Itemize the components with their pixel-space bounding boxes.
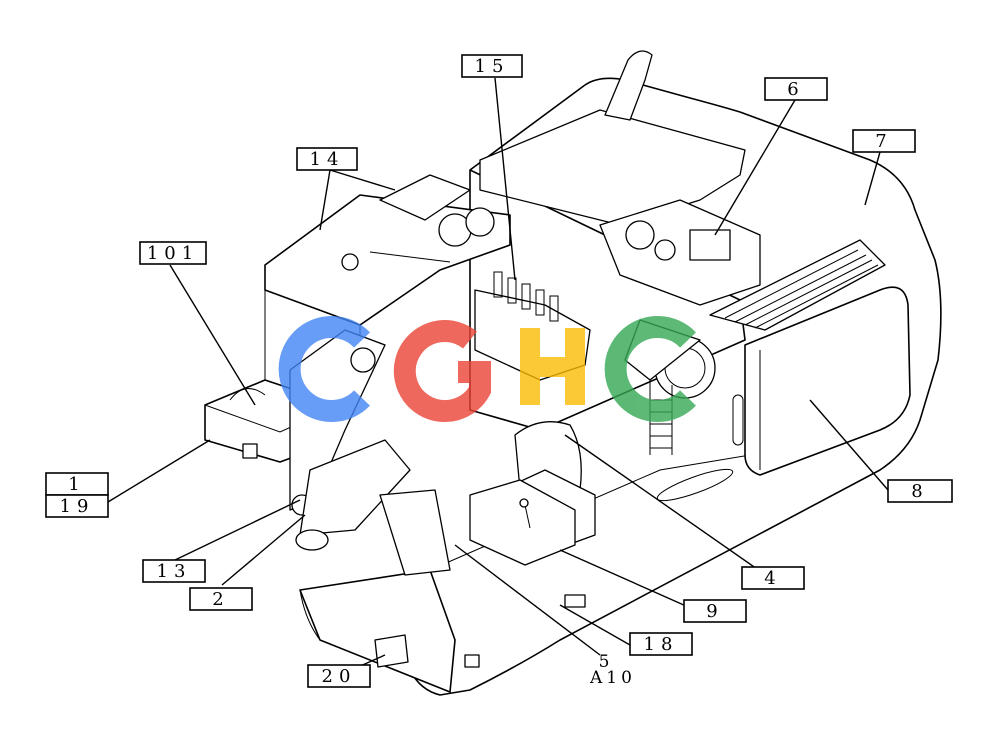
svg-text:20: 20 — [322, 666, 357, 687]
watermark — [278, 316, 696, 423]
watermark-g-red — [393, 320, 491, 423]
watermark-c-green — [604, 316, 696, 422]
label-5: 5 — [599, 652, 614, 672]
svg-text:15: 15 — [475, 56, 510, 77]
svg-text:8: 8 — [911, 481, 928, 502]
svg-text:6: 6 — [787, 79, 804, 100]
watermark-h-yellow — [520, 328, 585, 405]
callout-1: 1 — [45, 472, 109, 496]
callout-18: 18 — [629, 632, 693, 656]
callout-9: 9 — [683, 599, 747, 623]
svg-text:14: 14 — [310, 149, 345, 170]
callout-20: 20 — [307, 664, 371, 688]
machine-frame — [204, 50, 942, 696]
svg-text:13: 13 — [157, 561, 192, 582]
callout-7: 7 — [852, 129, 916, 153]
watermark-c-blue — [278, 316, 370, 422]
svg-text:1: 1 — [68, 474, 85, 495]
svg-text:18: 18 — [644, 634, 679, 655]
callout-19: 19 — [45, 494, 109, 518]
callout-14: 14 — [296, 147, 358, 171]
svg-text:4: 4 — [764, 568, 781, 589]
svg-text:9: 9 — [706, 601, 723, 622]
callout-15: 15 — [461, 54, 523, 78]
svg-text:101: 101 — [147, 243, 199, 264]
svg-text:2: 2 — [212, 589, 229, 610]
leader-lines — [107, 77, 889, 676]
view-label: A10 — [589, 668, 636, 688]
svg-text:19: 19 — [60, 496, 95, 517]
callout-2: 2 — [189, 587, 253, 611]
callout-6: 6 — [764, 77, 828, 101]
callout-8: 8 — [887, 479, 953, 503]
callout-13: 13 — [142, 559, 206, 583]
svg-text:7: 7 — [875, 131, 892, 152]
callout-101: 101 — [139, 241, 207, 265]
callout-4: 4 — [741, 566, 805, 590]
